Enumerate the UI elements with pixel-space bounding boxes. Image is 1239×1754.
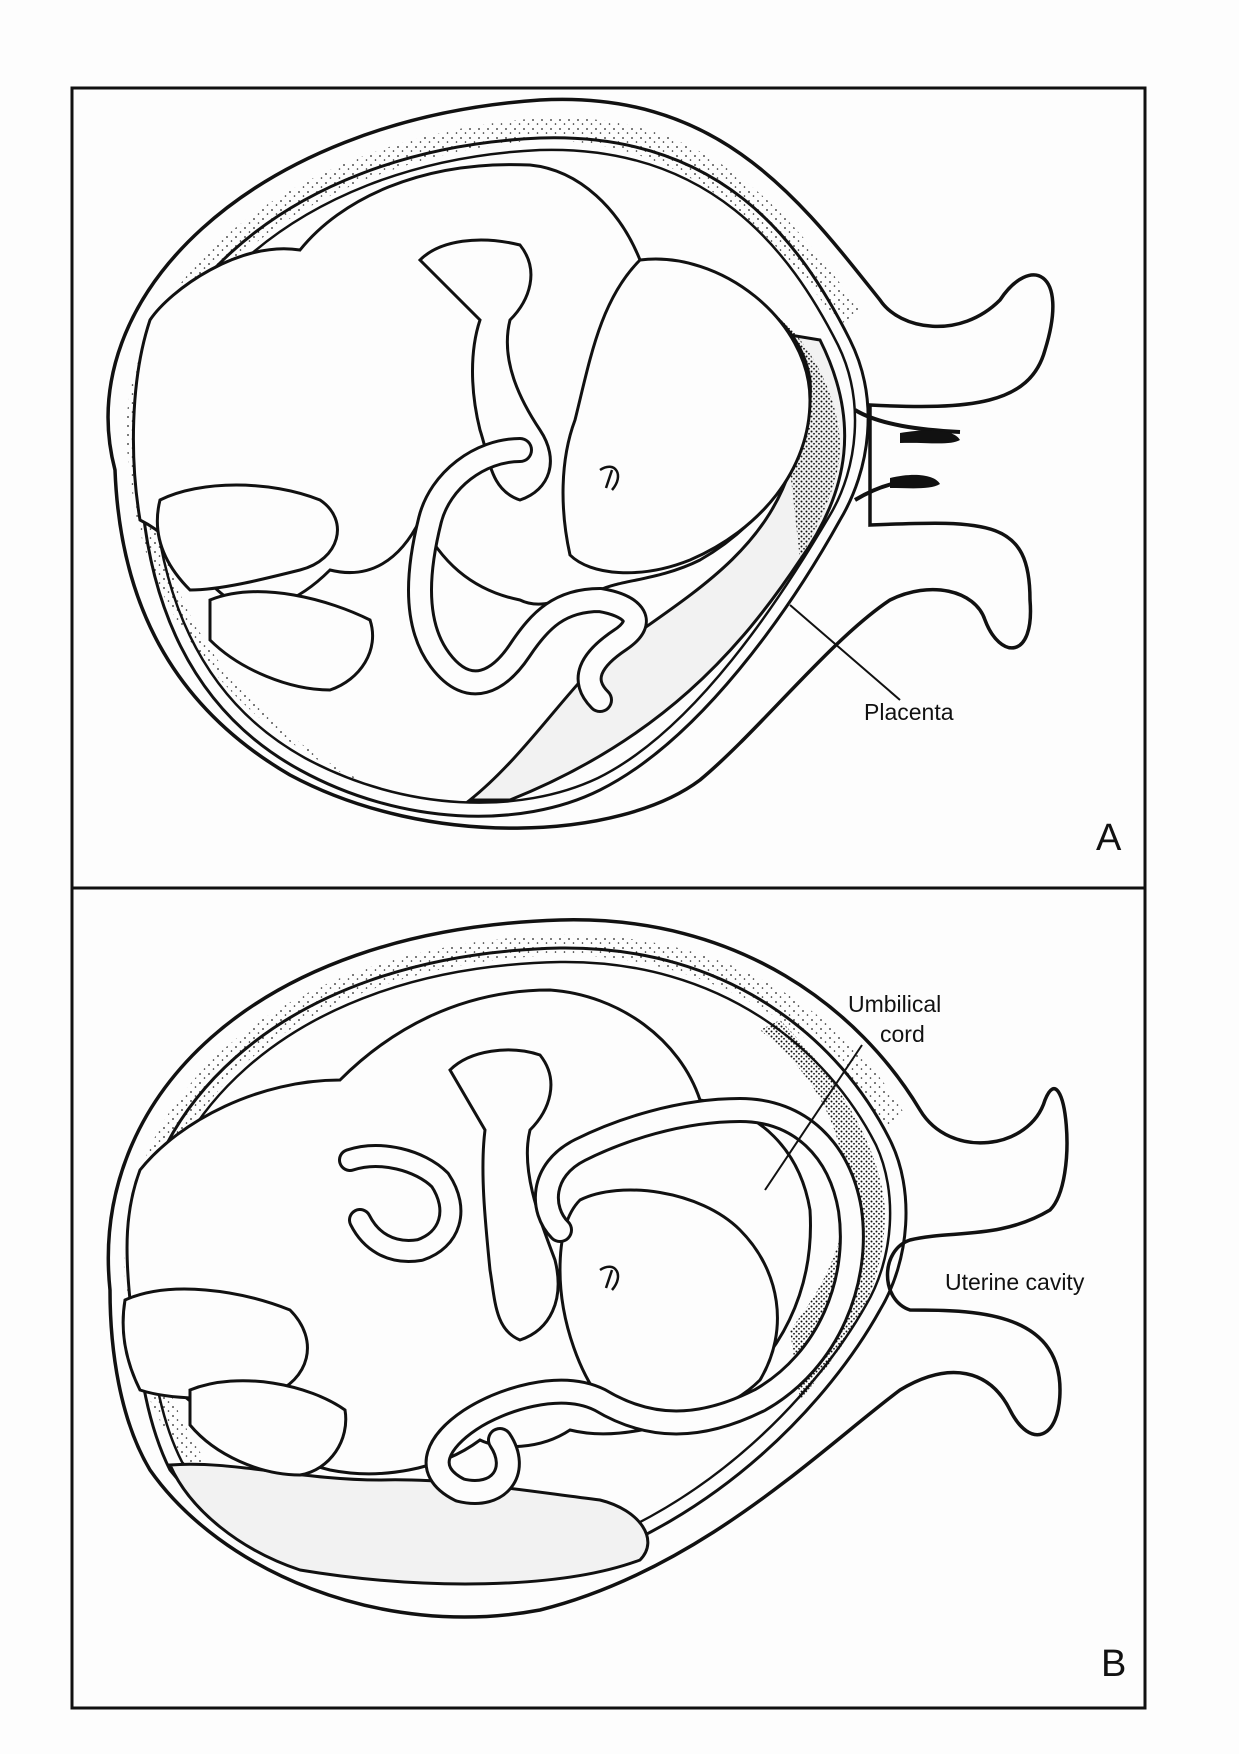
placenta-label: Placenta bbox=[864, 699, 954, 725]
umbilical-cord-label-line2: cord bbox=[880, 1021, 925, 1047]
placenta-b-decidua bbox=[760, 1020, 885, 1400]
uterine-cavity-label: Uterine cavity bbox=[945, 1269, 1085, 1295]
panel-b-frame bbox=[70, 886, 1147, 1710]
panel-a: Placenta A bbox=[70, 86, 1147, 890]
placenta-b bbox=[167, 1462, 650, 1586]
fetus-a-arm bbox=[417, 238, 552, 502]
uterine-wall-outer bbox=[106, 97, 1055, 830]
fetus-b-ear bbox=[599, 1265, 620, 1291]
fetus-b-arm bbox=[448, 1048, 560, 1342]
fetus-b-foot bbox=[188, 1379, 348, 1477]
placenta-leader-line bbox=[789, 604, 901, 701]
amnion-line bbox=[149, 148, 857, 804]
cervical-plug bbox=[890, 430, 960, 489]
panel-b: Umbilical cord Uterine cavity B bbox=[70, 886, 1147, 1710]
uterine-wall-inner bbox=[136, 136, 870, 818]
fetus-a-leg bbox=[155, 483, 339, 592]
umbilical-cord-leader-line bbox=[764, 1044, 863, 1191]
fetus-a-foot bbox=[208, 590, 375, 692]
fetus-a-ear bbox=[599, 465, 620, 491]
panel-a-letter: A bbox=[1096, 817, 1122, 859]
panel-b-letter: B bbox=[1101, 1643, 1126, 1685]
uterine-wall-outer-b bbox=[106, 918, 1069, 1619]
fetus-a-head bbox=[561, 257, 812, 575]
placenta-a-decidua bbox=[740, 300, 841, 560]
umbilical-cord-label-line1: Umbilical bbox=[848, 991, 941, 1017]
